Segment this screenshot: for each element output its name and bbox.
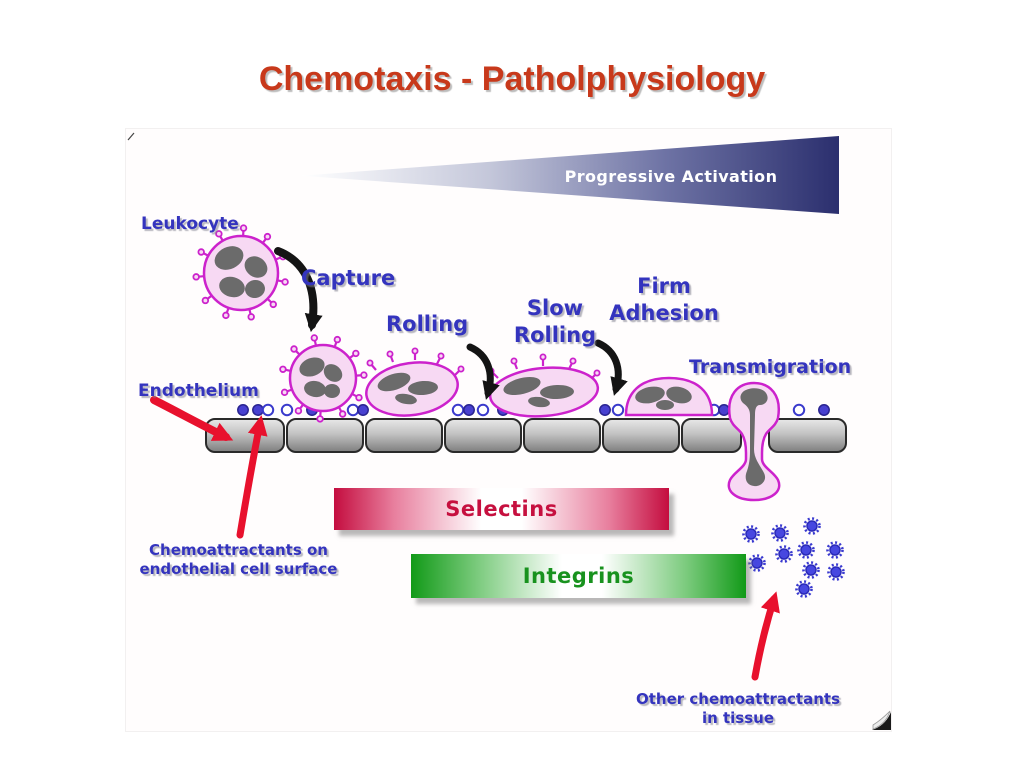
receptor-knob-tip (192, 273, 200, 281)
surface-dot-open (280, 403, 294, 417)
surface-dot-filled (237, 404, 249, 416)
surface-dot-open (261, 403, 275, 417)
chemoattractant-dot-spikes (795, 580, 813, 598)
surface-dot-open (476, 403, 490, 417)
receptor-knob-tip (197, 248, 205, 256)
receptor-knob-tip (239, 224, 248, 232)
slide-title: Chemotaxis - Patholphysiology (258, 60, 766, 98)
receptor-knob-tip (360, 371, 368, 379)
chemoattractant-dot-spikes (827, 563, 845, 581)
receptor-knob-tip (310, 334, 318, 342)
chemoattractant-dot-spikes (803, 517, 821, 535)
rolling-arrow (466, 343, 500, 400)
endothelial-cell (768, 418, 847, 453)
receptor-knob-tip (222, 311, 230, 320)
slow-rolling-cell (487, 353, 601, 418)
tissue-chemoattractant-dots (742, 517, 845, 598)
chemoattractant-dot-spikes (748, 554, 766, 572)
endothelial-cell (286, 418, 364, 453)
surface-dot-open (611, 403, 625, 417)
receptor-knobs (366, 347, 465, 376)
endothelial-cell (365, 418, 443, 453)
diagram-art (127, 132, 891, 730)
receptor-knob-tip (316, 415, 324, 423)
selectins-bar: Selectins (334, 488, 669, 530)
chemoattractant-dot-spikes (826, 541, 844, 559)
receptor-knob-tip (215, 230, 223, 238)
receptor-knob-tip (294, 407, 303, 415)
chemoattractant-dot (830, 566, 842, 578)
surface-dot-open (346, 403, 360, 417)
receptor-knob-tip (269, 300, 277, 309)
label-slow-rolling: Slow Rolling (513, 296, 597, 347)
chemoattractant-dot-spikes (797, 541, 815, 559)
receptor-knob-tip (352, 349, 360, 358)
page-curl-icon (872, 710, 891, 730)
label-surface-chemoattractants: Chemoattractants on endothelial cell sur… (139, 541, 338, 578)
receptor-knob-tip (201, 296, 210, 305)
surface-dot-filled (599, 404, 611, 416)
surface-dot-open (451, 403, 465, 417)
receptor-knob-tip (281, 278, 289, 286)
label-rolling: Rolling (386, 312, 469, 336)
endothelium-pointer-arrow (150, 396, 234, 441)
label-leukocyte: Leukocyte (141, 214, 239, 234)
label-capture: Capture (301, 266, 396, 290)
surface-chemoattractant-arrow (236, 415, 268, 539)
endothelial-cell (523, 418, 601, 453)
integrins-bar: Integrins (411, 554, 746, 598)
capture-arrow (274, 247, 323, 333)
surface-dot-open (792, 403, 806, 417)
receptor-knob-tip (279, 365, 287, 373)
surface-dot-filled (718, 404, 730, 416)
chemoattractant-dot-spikes (775, 545, 793, 563)
leukocyte-free-cell (192, 224, 289, 321)
receptor-knob-tip (333, 335, 342, 344)
tissue-chemoattractant-arrow (751, 591, 780, 681)
chemoattractant-dot-spikes (742, 525, 760, 543)
firm-adhesion-cell (624, 376, 714, 417)
receptor-knob-tip (338, 410, 347, 418)
label-firm-adhesion: Firm Adhesion (609, 274, 719, 325)
chemoattractant-dot (778, 548, 790, 560)
surface-dot-filled (818, 404, 830, 416)
label-transmigration: Transmigration (689, 356, 852, 378)
receptor-knob-tip (290, 345, 298, 353)
rolling-cell (365, 347, 465, 417)
surface-dot-filled (357, 404, 369, 416)
endothelium-row (205, 418, 847, 453)
receptor-knob-tip (355, 393, 363, 402)
chemoattractant-dot (805, 564, 817, 576)
endothelial-cell (444, 418, 522, 453)
endothelial-cell (681, 418, 742, 453)
label-tissue-chemoattractants: Other chemoattractants in tissue (635, 690, 841, 727)
endothelial-cell (602, 418, 680, 453)
captured-cell (279, 334, 368, 423)
chemoattractant-dot (806, 520, 818, 532)
chemoattractant-dot (829, 544, 841, 556)
surface-dot-filled (252, 404, 264, 416)
corner-tick (127, 132, 135, 141)
progressive-activation-label: Progressive Activation (564, 167, 778, 186)
chemoattractant-dot (774, 527, 786, 539)
receptor-knob-tip (247, 313, 255, 321)
diagram-panel: Progressive Activation (125, 128, 892, 732)
receptor-knob-tip (263, 232, 272, 241)
slow-rolling-arrow (594, 339, 628, 396)
chemoattractant-dot (798, 583, 810, 595)
chemoattractant-dot (800, 544, 812, 556)
chemoattractant-dot-spikes (802, 561, 820, 579)
surface-dot-filled (463, 404, 475, 416)
chemoattractant-dot (745, 528, 757, 540)
transmigrating-cell (727, 381, 781, 502)
receptor-knob-tip (280, 388, 289, 397)
chemoattractant-dot (751, 557, 763, 569)
label-endothelium: Endothelium (138, 381, 259, 401)
chemoattractant-dot-spikes (771, 524, 789, 542)
